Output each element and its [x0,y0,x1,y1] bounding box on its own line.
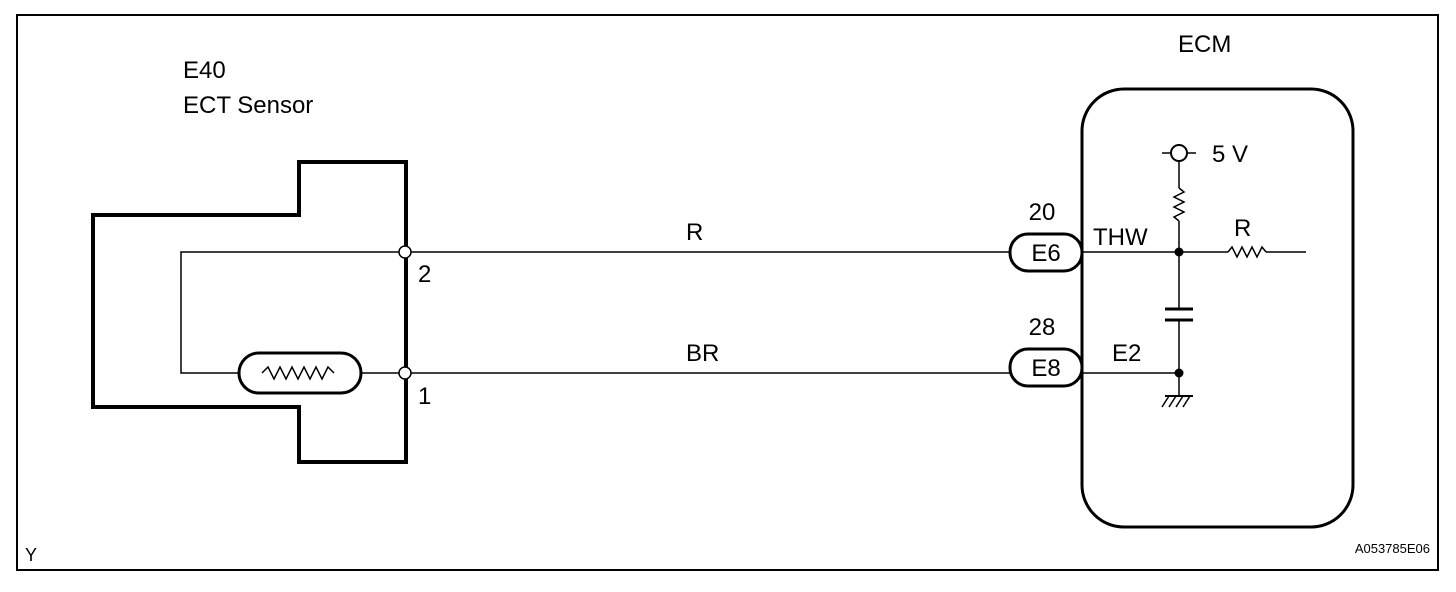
sensor-pin-label: 2 [418,261,431,288]
figure-code: A053785E06 [1355,541,1430,556]
ecm-pin-number: 28 [1029,314,1056,341]
sensor-housing [91,160,408,464]
sensor-connector-id: E40 [183,57,226,84]
ecm-box [1080,87,1355,529]
ground-icon [1161,395,1193,408]
wire-color-label: R [686,219,703,246]
wire-color-label: BR [686,340,719,367]
ecm-connector-label: E8 [1031,355,1060,382]
supply-terminal-icon [1170,144,1188,162]
ecm-connector-e8 [1008,347,1084,388]
thermistor-capsule [237,351,363,395]
diagram-frame [16,14,1439,571]
ecm-label: ECM [1178,31,1231,58]
sensor-pin-label: 1 [418,383,431,410]
ecm-connector-label: E6 [1031,240,1060,267]
series-resistor-icon [1227,245,1267,259]
ecm-signal-label: THW [1093,224,1148,251]
sensor-pin-2-terminal [398,245,412,259]
corner-label: Y [25,545,37,565]
supply-voltage-label: 5 V [1212,141,1248,168]
pullup-resistor-icon [1172,187,1186,222]
thermistor-resistor-icon [261,365,335,381]
ecm-pin-number: 20 [1029,199,1056,226]
sensor-name: ECT Sensor [183,92,313,119]
series-resistor-label: R [1234,215,1251,242]
ecm-signal-label: E2 [1112,340,1141,367]
sensor-pin-1-terminal [398,366,412,380]
